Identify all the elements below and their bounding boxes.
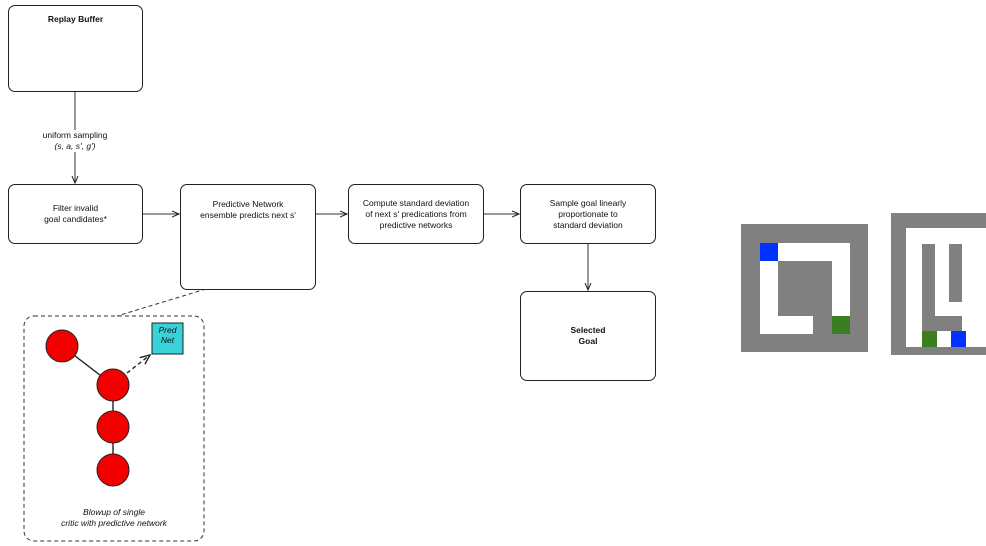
std-line2: of next s' predications from xyxy=(365,208,467,219)
sampling-tuple: (s, a, s', g') xyxy=(54,141,96,151)
blowup-frame xyxy=(23,315,205,542)
replay-buffer-box: Replay Buffer xyxy=(8,5,143,92)
filter-line2: goal candidates* xyxy=(44,214,107,224)
predictive-network-box: Predictive Network ensemble predicts nex… xyxy=(180,184,316,290)
blowup-caption-line1: Blowup of single xyxy=(83,507,145,517)
sampling-label: uniform sampling (s, a, s', g') xyxy=(16,130,134,152)
filter-box: Filter invalid goal candidates* xyxy=(8,184,143,244)
filter-line1: Filter invalid xyxy=(52,203,99,213)
blowup-network xyxy=(45,322,184,487)
std-line1: Compute standard deviation xyxy=(362,197,470,208)
predictive-line2: ensemble predicts next s' xyxy=(200,210,296,220)
blowup-leader-line xyxy=(116,288,207,317)
maze-left xyxy=(741,224,868,352)
sample-line3: standard deviation xyxy=(553,219,623,230)
blowup-caption: Blowup of single critic with predictive … xyxy=(30,507,198,529)
maze-right xyxy=(891,213,986,355)
blowup-caption-line2: critic with predictive network xyxy=(61,518,167,528)
pred-net-line2: Net xyxy=(160,335,175,345)
selected-goal-box: Selected Goal xyxy=(520,291,656,381)
std-deviation-box: Compute standard deviation of next s' pr… xyxy=(348,184,484,244)
selected-line1: Selected xyxy=(570,325,606,335)
std-line3: predictive networks xyxy=(379,219,453,230)
pred-net-label: Pred Net xyxy=(152,325,183,345)
selected-line2: Goal xyxy=(578,336,598,346)
sample-goal-box: Sample goal linearly proportionate to st… xyxy=(520,184,656,244)
sample-line1: Sample goal linearly xyxy=(549,197,627,208)
sampling-text: uniform sampling xyxy=(42,130,108,140)
pred-net-line1: Pred xyxy=(158,325,177,335)
replay-buffer-title: Replay Buffer xyxy=(47,14,104,24)
predictive-line1: Predictive Network xyxy=(212,199,284,209)
sample-line2: proportionate to xyxy=(558,208,618,219)
